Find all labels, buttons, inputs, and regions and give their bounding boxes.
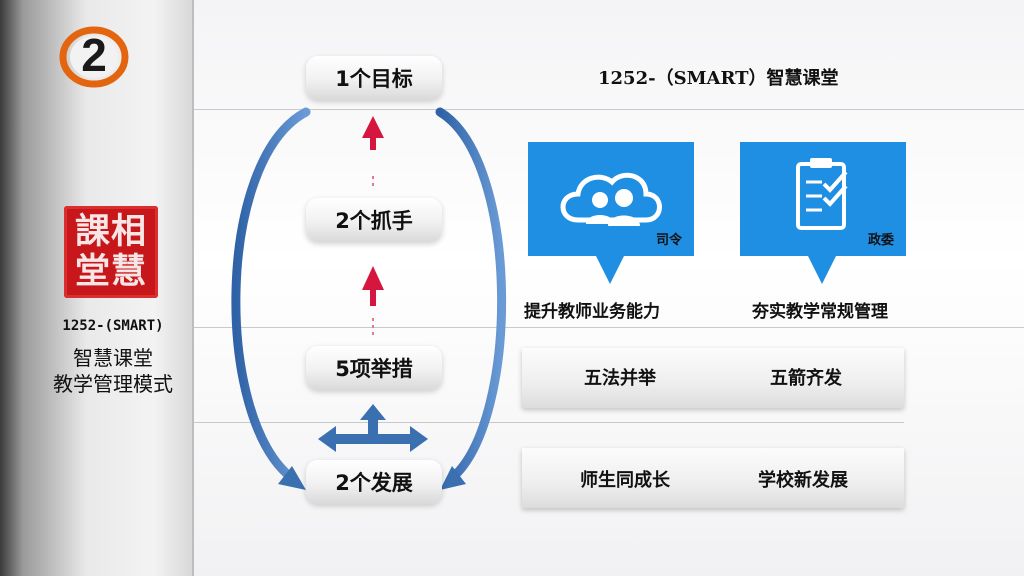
development-right-text: 学校新发展 xyxy=(758,470,848,491)
sidebar-title-line: 智慧课堂 xyxy=(73,346,153,370)
seal-stamp: 課相堂慧 xyxy=(64,206,158,298)
red-up-arrow-icon xyxy=(362,116,384,138)
measures-left-text: 五法并举 xyxy=(584,368,656,389)
divider-line xyxy=(194,422,904,423)
red-up-arrow-icon xyxy=(362,266,384,290)
measures-band xyxy=(522,348,904,408)
commissar-card: 政委 xyxy=(740,142,906,256)
card-caption: 夯实教学常规管理 xyxy=(752,302,888,322)
card-role-label: 司令 xyxy=(655,233,682,248)
commander-card: 司令 xyxy=(528,142,694,256)
development-box: 2个发展 xyxy=(306,460,442,504)
goal-box: 1个目标 xyxy=(306,56,442,100)
card-pointer xyxy=(596,256,624,284)
development-band xyxy=(522,448,904,508)
left-loop-arrow xyxy=(231,107,311,483)
blue-right-arrow-icon xyxy=(410,426,428,452)
sidebar: 2 課相堂慧 1252-(SMART) 智慧课堂 教学管理模式 xyxy=(0,0,194,576)
orange-ring-icon xyxy=(59,26,129,88)
step-number: 2 xyxy=(81,29,107,81)
sidebar-code: 1252-(SMART) xyxy=(62,318,164,334)
divider-line xyxy=(194,109,1024,110)
card-pointer xyxy=(808,256,836,284)
right-loop-arrowhead xyxy=(440,466,466,490)
divider-line xyxy=(194,327,1024,328)
checklist-clipboard-icon xyxy=(796,158,848,230)
top-title: 1252-（SMART）智慧课堂 xyxy=(598,68,839,89)
measures-box: 5项举措 xyxy=(306,346,442,390)
left-loop-arrowhead xyxy=(278,466,306,490)
blue-left-arrow-icon xyxy=(318,426,336,452)
development-left-text: 师生同成长 xyxy=(580,470,670,491)
measures-right-text: 五箭齐发 xyxy=(770,368,842,389)
seal-text: 課相堂慧 xyxy=(74,211,147,292)
blue-up-arrow-icon xyxy=(360,404,386,420)
sidebar-subtitle-line: 教学管理模式 xyxy=(53,372,173,396)
step-badge: 2 xyxy=(58,26,130,88)
team-cloud-icon xyxy=(560,172,662,226)
right-loop-arrow xyxy=(435,107,506,483)
card-caption: 提升教师业务能力 xyxy=(524,302,660,322)
grip-box: 2个抓手 xyxy=(306,198,442,242)
card-role-label: 政委 xyxy=(867,233,894,248)
